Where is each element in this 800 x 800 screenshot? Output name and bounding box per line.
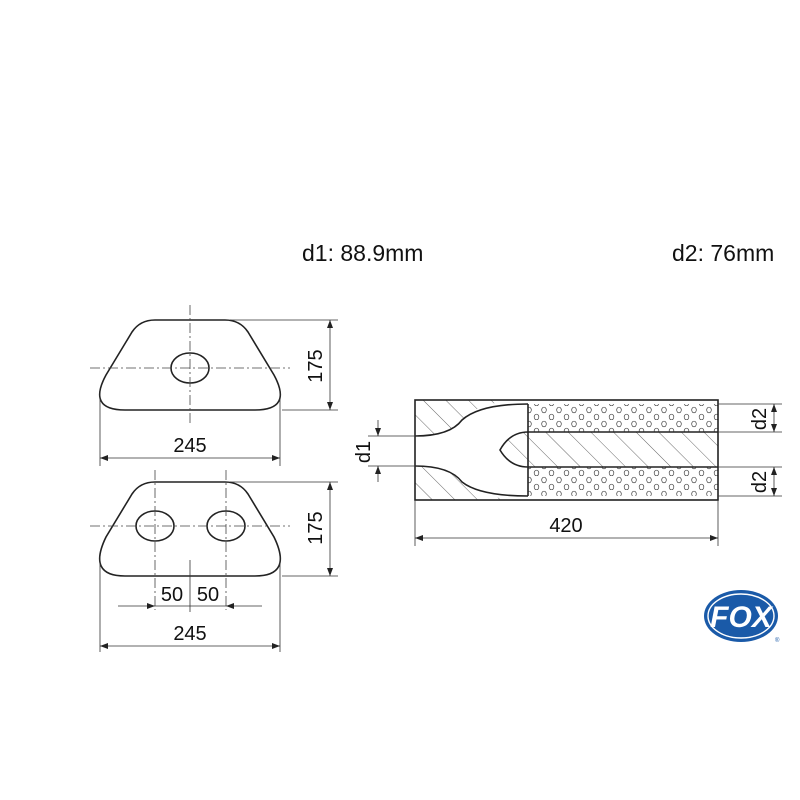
logo-registered-mark: ® [775, 637, 780, 644]
length-dimension-label: 420 [549, 515, 582, 537]
shell-outline [414, 399, 719, 501]
housing-outline [98, 319, 282, 411]
spec-d1: d1: 88.9mm [302, 240, 423, 266]
perforated-tube-bottom [528, 467, 718, 496]
front-view-single-inlet: 175 245 [90, 305, 338, 466]
logo-badge [704, 590, 778, 642]
offset-right-label: 50 [197, 584, 219, 606]
outlet-top-diameter-label: d2 [749, 408, 771, 430]
housing-outline [98, 481, 282, 577]
logo-badge-inner [707, 593, 775, 639]
inlet-diameter-label: d1 [353, 441, 375, 463]
hatched-section [415, 466, 528, 500]
offset-left-label: 50 [161, 584, 183, 606]
y-pipe-lower [414, 465, 529, 497]
hatched-section [500, 432, 718, 467]
spec-d2: d2: 76mm [672, 240, 774, 266]
width-dimension-label: 245 [173, 435, 206, 457]
height-dimension-label: 175 [305, 349, 327, 382]
y-pipe-split [499, 431, 718, 468]
height-dimension-label: 175 [305, 511, 327, 544]
front-view-double-outlet: 175 50 50 245 [90, 470, 338, 652]
logo-text: FOX [710, 601, 774, 634]
y-pipe-upper [414, 403, 529, 437]
outlet-bottom-diameter-label: d2 [749, 471, 771, 493]
hatched-section [415, 400, 528, 436]
side-section-view: d1 d2 d2 420 [353, 399, 782, 546]
fox-logo: FOX ® [704, 590, 780, 644]
perforated-tube-top [528, 404, 718, 432]
width-dimension-label: 245 [173, 623, 206, 645]
